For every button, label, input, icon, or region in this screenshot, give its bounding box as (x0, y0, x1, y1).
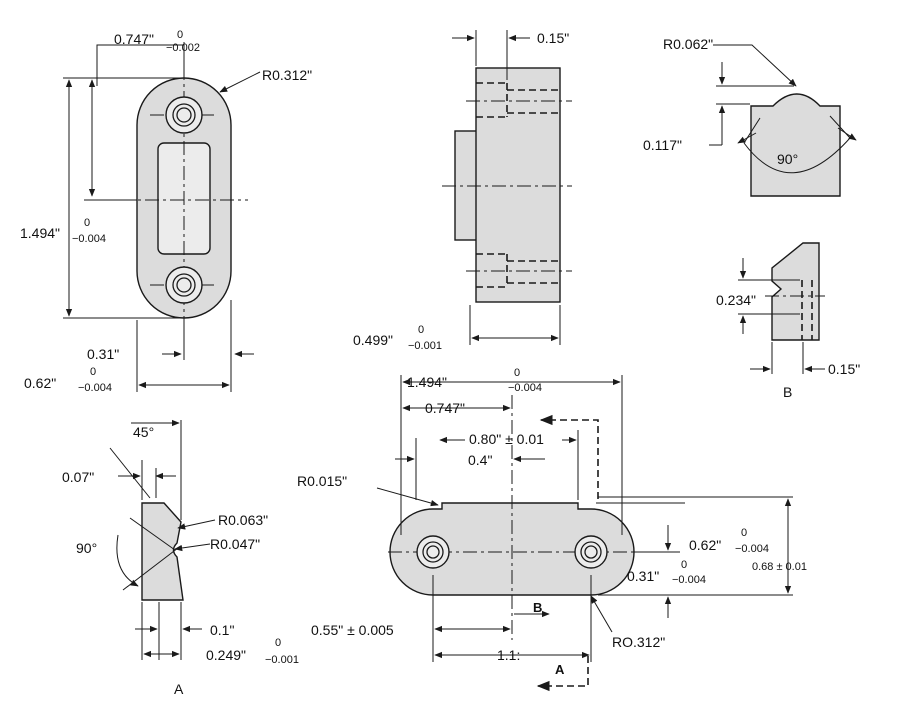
dim-f-062-upper: 0 (741, 527, 747, 539)
dim-a-r0063: R0.063" (218, 512, 268, 528)
dim-f-r0312: RO.312" (612, 634, 665, 650)
dim-b-0234: 0.234" (716, 292, 756, 308)
dim-f-062: 0.62" (689, 537, 721, 553)
dim-a-01: 0.1" (210, 622, 234, 638)
top-view (63, 42, 261, 392)
detail-b-block (750, 93, 841, 197)
dim-b-r0062: R0.062" (663, 36, 713, 52)
dim-a-r0047: R0.047" (210, 536, 260, 552)
label-arrow-b: B (533, 600, 542, 615)
dim-side-0499-upper: 0 (418, 324, 424, 336)
dim-a-0249: 0.249" (206, 647, 246, 663)
dim-a-007: 0.07" (62, 469, 94, 485)
label-section-b: B (783, 384, 792, 400)
dim-bot-031: 0.31" (87, 346, 119, 362)
dim-side-0499-tol: −0.001 (408, 340, 442, 352)
dim-f-068: 0.68 ± 0.01 (752, 561, 807, 573)
front-hole-left (416, 535, 450, 569)
detail-b-upper (709, 44, 857, 197)
dim-f-031-tol: −0.004 (672, 574, 706, 586)
side-view (442, 30, 572, 345)
dim-radius-top: R0.312" (262, 67, 312, 83)
side-view-body (475, 67, 561, 303)
dim-top-width-upper: 0 (177, 29, 183, 41)
dim-a-0249-tol: −0.001 (265, 654, 299, 666)
dim-height: 1.494" (20, 225, 60, 241)
dim-f-062-tol: −0.004 (735, 543, 769, 555)
front-hole-right (574, 535, 608, 569)
front-view (376, 375, 793, 692)
detail-a (109, 419, 216, 660)
dim-a-0249-upper: 0 (275, 637, 281, 649)
dim-b-015: 0.15" (828, 361, 860, 377)
dim-bot-062-upper: 0 (90, 366, 96, 378)
dim-bot-062: 0.62" (24, 375, 56, 391)
dim-f-055: 0.55" ± 0.005 (311, 622, 394, 638)
dim-f-1494-tol: −0.004 (508, 382, 542, 394)
dim-f-031-upper: 0 (681, 559, 687, 571)
dim-f-1494-upper: 0 (514, 367, 520, 379)
dim-bot-062-tol: −0.004 (78, 382, 112, 394)
dim-top-width: 0.747" (114, 31, 154, 47)
dim-side-0499: 0.499" (353, 332, 393, 348)
top-hole-lower (165, 266, 203, 304)
dim-f-1494: 1.494" (407, 374, 447, 390)
dim-top-width-tol: −0.002 (166, 42, 200, 54)
dim-f-11: 1.1: (497, 647, 520, 663)
detail-b-profile (771, 242, 820, 341)
dim-side-015: 0.15" (537, 30, 569, 46)
dim-b-90: 90° (777, 151, 798, 167)
dim-a-90: 90° (76, 540, 97, 556)
dim-f-04: 0.4" (468, 452, 492, 468)
label-arrow-a: A (555, 662, 565, 677)
dim-b-0117: 0.117" (643, 137, 682, 153)
top-hole-upper (165, 96, 203, 134)
label-section-a: A (174, 681, 184, 697)
dim-f-r0015: R0.015" (297, 473, 347, 489)
detail-a-profile (141, 502, 184, 601)
dim-f-080: 0.80" ± 0.01 (469, 431, 544, 447)
dim-a-45: 45° (133, 424, 154, 440)
dim-f-0747: 0.747" (425, 400, 465, 416)
detail-b-lower (738, 242, 825, 374)
dim-height-tol: −0.004 (72, 233, 106, 245)
dim-f-031: 0.31" (627, 568, 659, 584)
dim-height-upper: 0 (84, 217, 90, 229)
